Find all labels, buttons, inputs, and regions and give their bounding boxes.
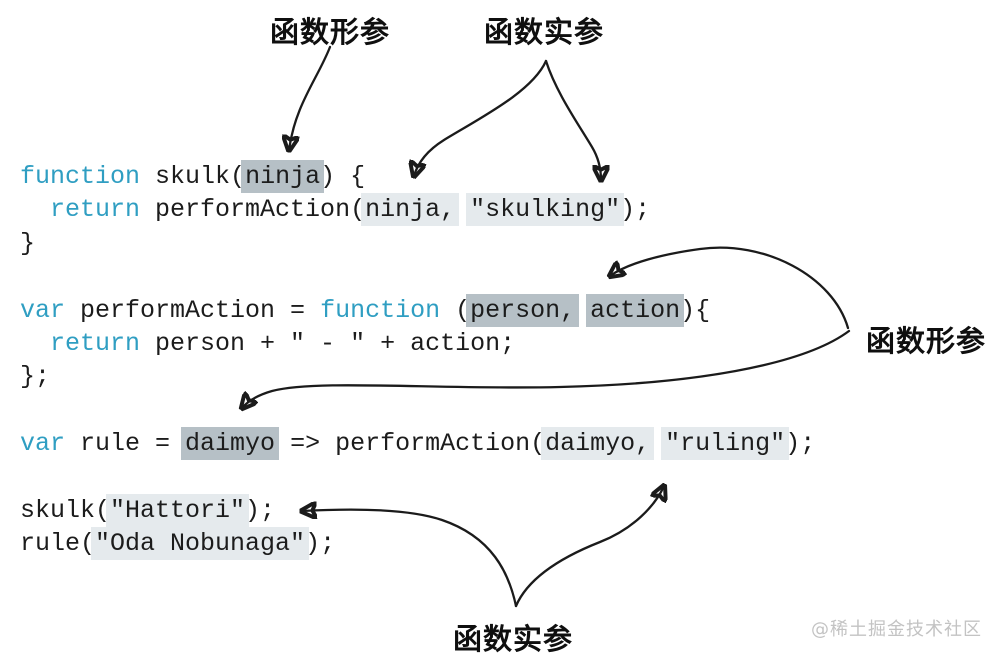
code-keyword: return (50, 195, 141, 225)
code-text: ); (785, 429, 816, 459)
highlight-formal-parameter: ninja (241, 160, 325, 193)
code-line: }; (20, 360, 815, 393)
code-block: function skulk(ninja) { return performAc… (20, 160, 815, 561)
code-keyword: return (50, 328, 141, 358)
highlight-argument: daimyo, (541, 427, 655, 461)
code-text: ){ (680, 295, 711, 325)
code-text: person + " - " + action; (140, 328, 516, 358)
label-function-parameters-top: 函数形参 (270, 15, 391, 49)
code-line: var performAction = function (person, ac… (20, 293, 815, 327)
code-line: function skulk(ninja) { (20, 160, 815, 193)
code-text: ); (305, 529, 336, 559)
highlight-argument: ninja, (361, 193, 460, 227)
code-text: ); (620, 195, 651, 225)
highlight-formal-parameter: daimyo (181, 427, 280, 461)
code-keyword: function (320, 295, 441, 325)
code-line: } (20, 227, 815, 260)
code-line: return performAction(ninja, "skulking"); (20, 193, 815, 227)
code-text: rule( (20, 529, 96, 559)
code-line (20, 461, 815, 494)
highlight-argument: "Hattori" (106, 493, 250, 527)
arrow-top-arg-to-ninja-call-icon (414, 59, 548, 176)
label-function-arguments-top: 函数实参 (484, 15, 605, 49)
code-keyword: var (20, 295, 66, 325)
arrow-top-param-to-ninja-icon (289, 45, 332, 150)
code-text: skulk( (20, 495, 111, 525)
code-line: skulk("Hattori"); (20, 493, 815, 527)
highlight-argument: "skulking" (466, 193, 625, 227)
label-function-arguments-bottom: 函数实参 (453, 622, 574, 656)
highlight-argument: "ruling" (661, 427, 790, 461)
code-text: ); (245, 495, 276, 525)
code-line (20, 260, 815, 293)
code-keyword: var (20, 429, 66, 459)
highlight-argument: "Oda Nobunaga" (91, 527, 310, 561)
code-line: var rule = daimyo => performAction(daimy… (20, 427, 816, 461)
watermark-juejin-community: @稀土掘金技术社区 (811, 619, 982, 640)
highlight-formal-parameter: person, (466, 293, 580, 327)
code-text (20, 329, 50, 358)
code-text: rule = (65, 429, 186, 459)
code-text: ) { (320, 162, 366, 191)
highlight-formal-parameter: action (586, 293, 685, 327)
label-function-parameters-right: 函数形参 (866, 324, 987, 358)
code-keyword: function (20, 162, 141, 191)
code-text: performAction = (65, 295, 321, 325)
code-text: } (20, 228, 36, 258)
code-text: }; (20, 362, 51, 392)
code-text: => performAction( (275, 429, 546, 459)
code-text: performAction( (140, 195, 366, 225)
code-line: rule("Oda Nobunaga"); (20, 527, 815, 561)
code-line: return person + " - " + action; (20, 327, 815, 360)
code-line (20, 394, 815, 427)
code-text: skulk( (140, 162, 246, 191)
code-text (20, 195, 50, 224)
